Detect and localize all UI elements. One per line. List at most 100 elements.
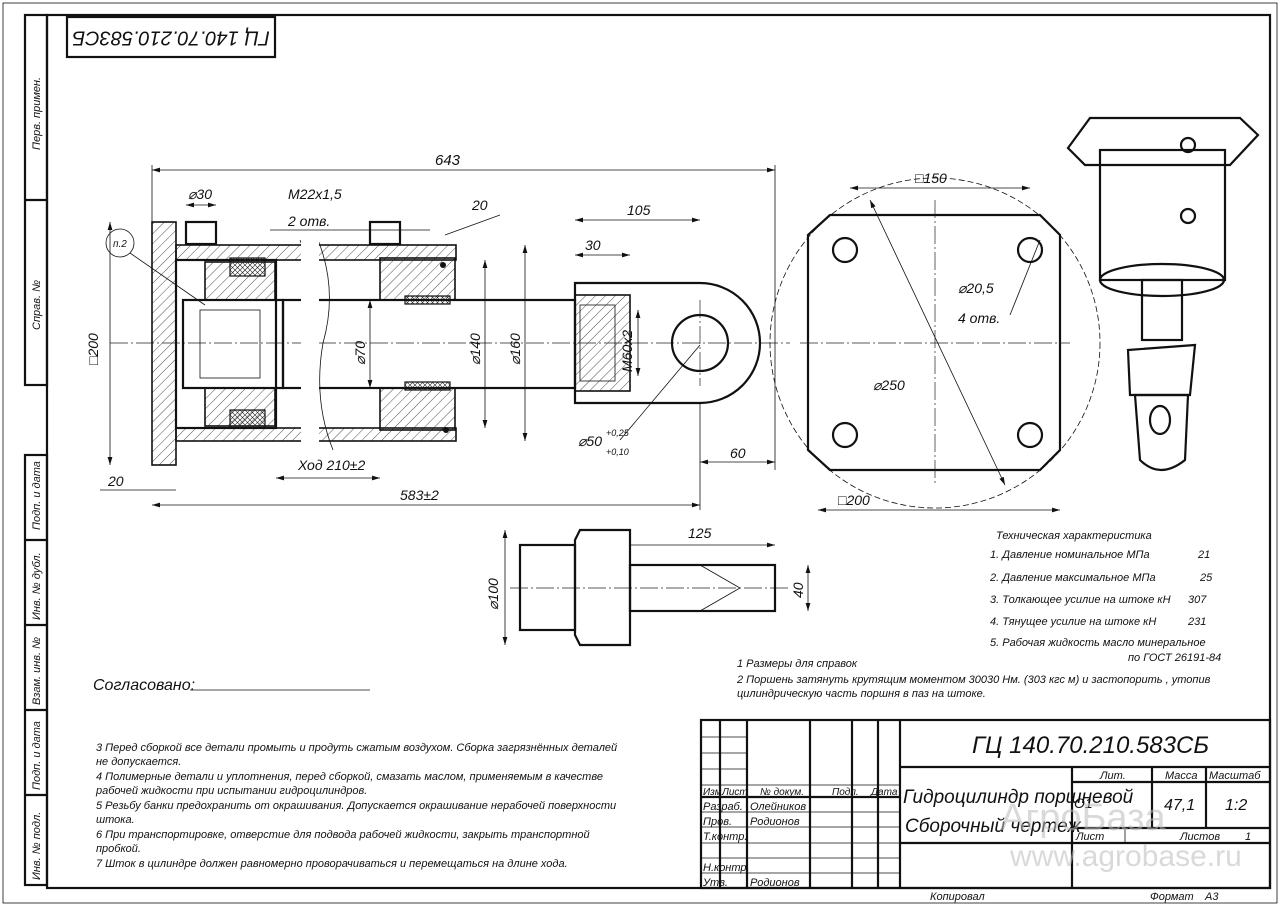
stamp-ref-no: Справ. № (31, 280, 43, 330)
col-header: Изм. (703, 787, 724, 798)
dim-20-top: 20 (471, 197, 488, 213)
col-header: Подп. (832, 787, 859, 798)
spec-label: 4. Тянущее усилие на штоке кН (990, 616, 1156, 628)
note-line: штока. (96, 814, 135, 826)
stamp-sign-date-1: Подп. и дата (31, 461, 43, 530)
spec-value: 307 (1188, 594, 1207, 606)
copied-label: Копировал (930, 891, 985, 903)
dim-30: 30 (585, 237, 601, 253)
stamp-replace-inv: Взам. инв. № (31, 637, 43, 705)
stamp-orig-inv: Инв. № подл. (31, 812, 43, 880)
flange-view: □150 ⌀20,5 4 отв. ⌀250 □200 (769, 170, 1101, 513)
piston-rod-end-view: 125 ⌀100 40 (485, 525, 811, 647)
dim-bore-dia: ⌀140 (467, 333, 483, 365)
note-line: 2 Поршень затянуть крутящим моментом 300… (736, 674, 1211, 686)
spec-label: 2. Давление максимальное МПа (989, 572, 1156, 584)
dim-20-bottom: 20 (107, 473, 124, 489)
col-header: Лист (721, 787, 748, 798)
side-stamps: Перв. примен. Справ. № Подп. и дата Инв.… (31, 27, 270, 880)
col-header: Дата (870, 787, 898, 798)
scale-label: Масштаб (1209, 770, 1261, 782)
dim-105: 105 (627, 202, 651, 218)
sheet-label: Лист (1075, 831, 1104, 843)
note-line: 6 При транспортировке, отверстие для под… (96, 829, 590, 841)
note-line: рабочей жидкости при испытании гидроцили… (95, 785, 367, 797)
dim-holes-4: 4 отв. (958, 310, 1000, 326)
role-label: Н.контр. (703, 862, 750, 874)
role-label: Т.контр. (703, 831, 747, 843)
dim-square-200-left: □200 (85, 333, 101, 365)
spec-label-cont: по ГОСТ 26191-84 (1128, 652, 1221, 664)
dim-583: 583±2 (400, 487, 439, 503)
note-line: не допускается. (96, 756, 181, 768)
main-dimensions (100, 165, 776, 510)
clevis-view (573, 281, 762, 405)
title-line-2: Сборочный чертеж (905, 816, 1082, 837)
sheets-value: 1 (1245, 831, 1251, 843)
spec-label: 3. Толкающее усилие на штоке кН (990, 594, 1171, 606)
note-line: 1 Размеры для справок (737, 658, 858, 670)
watermark-url: www.agrobase.ru (1009, 840, 1242, 873)
dim-dia-100: ⌀100 (485, 578, 501, 610)
note-line: 7 Шток в цилиндре должен равномерно пров… (96, 858, 568, 870)
dim-stroke: Ход 210±2 (297, 457, 365, 473)
agreed-label: Согласовано: (93, 677, 195, 694)
dim-eye-tol-lower: +0,10 (606, 447, 629, 457)
dim-40: 40 (790, 582, 806, 598)
dim-125: 125 (688, 525, 712, 541)
format-label: Формат (1150, 891, 1194, 903)
dim-hole-dia: ⌀20,5 (958, 280, 994, 296)
stamp-sign-date-2: Подп. и дата (31, 721, 43, 790)
tech-spec: Техническая характеристика 1. Давление н… (989, 530, 1221, 664)
format-value: А3 (1204, 891, 1219, 903)
mass-value: 47,1 (1164, 797, 1195, 814)
dim-60: 60 (730, 445, 746, 461)
lit-label: Лит. (1099, 770, 1126, 782)
dim-square-150: □150 (915, 170, 947, 186)
dim-outer-dia: ⌀160 (507, 333, 523, 365)
col-header: № докум. (760, 787, 804, 798)
note-line: цилиндрическую часть поршня в паз на што… (737, 688, 986, 700)
note-line: пробкой. (96, 843, 141, 855)
spec-label: 5. Рабочая жидкость масло минеральное (990, 637, 1206, 649)
notes-right: 1 Размеры для справок 2 Поршень затянуть… (736, 658, 1211, 700)
dim-square-200-flange: □200 (838, 492, 870, 508)
dim-eye-tol-upper: +0,25 (606, 428, 630, 438)
watermark-brand: АгроБаза (1000, 797, 1167, 839)
role-label: Пров. (703, 816, 732, 828)
spec-value: 231 (1187, 616, 1206, 628)
dim-overall-length: 643 (435, 152, 461, 169)
dim-circle-250: ⌀250 (873, 377, 905, 393)
main-dimension-labels: 643 ⌀30 M22x1,5 2 отв. 20 105 30 п.2 □20… (85, 152, 746, 503)
sheets-label: Листов (1179, 831, 1220, 843)
spec-value: 21 (1197, 549, 1210, 561)
title-line-1: Гидроцилиндр поршневой (903, 787, 1134, 808)
title-block: ГЦ 140.70.210.583СБ Гидроцилиндр поршнев… (699, 718, 1272, 903)
notes-left: Согласовано: 3 Перед сборкой все детали … (93, 677, 617, 870)
lit-value: О1 (1074, 795, 1093, 811)
mirrored-designation: ГЦ 140.70.210.583СБ (72, 27, 269, 49)
dim-thread: M22x1,5 (288, 186, 342, 202)
role-label: Утв. (702, 877, 728, 889)
dim-eye-dia: ⌀50 (578, 433, 602, 449)
tech-spec-title: Техническая характеристика (996, 530, 1152, 542)
dim-rod-thread: M60x2 (619, 330, 635, 372)
person-name: Олейников (750, 801, 806, 813)
mass-label: Масса (1165, 770, 1198, 782)
person-name: Родионов (750, 877, 800, 889)
dim-rod-dia: ⌀70 (352, 341, 368, 365)
designation: ГЦ 140.70.210.583СБ (972, 732, 1209, 759)
spec-label: 1. Давление номинальное МПа (990, 549, 1150, 561)
stamp-first-use: Перв. примен. (31, 77, 43, 150)
person-name: Родионов (750, 816, 800, 828)
scale-value: 1:2 (1225, 797, 1247, 814)
isometric-view (1066, 116, 1260, 472)
note-line: 5 Резьбу банки предохранить от окрашиван… (96, 800, 616, 812)
role-label: Разраб. (703, 801, 743, 813)
dim-port-dia: ⌀30 (188, 186, 212, 202)
stamp-dup-inv: Инв. № дубл. (31, 552, 43, 620)
dim-holes-2: 2 отв. (287, 213, 330, 229)
spec-value: 25 (1199, 572, 1213, 584)
